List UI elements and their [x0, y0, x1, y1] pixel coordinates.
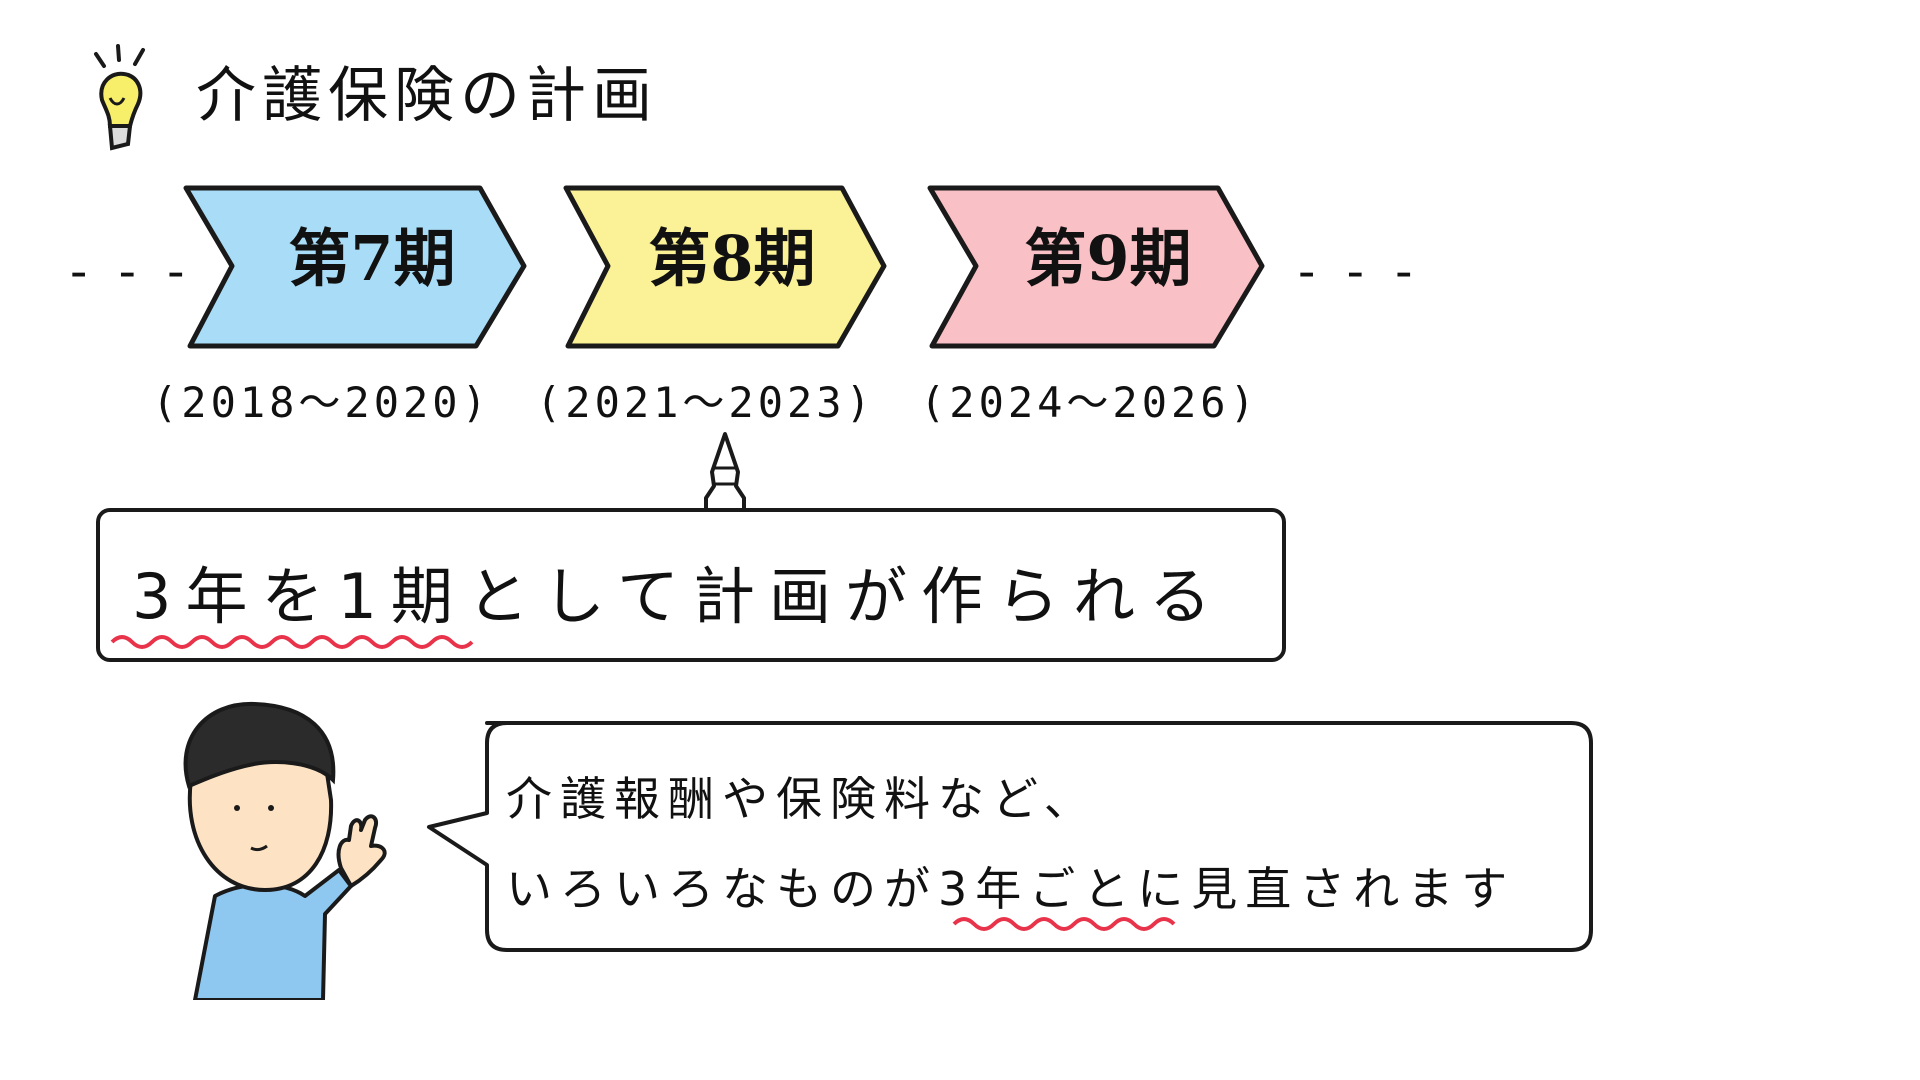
period-8-label: 第8期: [648, 222, 816, 295]
speech-line-2: いろいろなものが3年ごとに見直されます: [506, 862, 1516, 916]
callout-underline: [110, 635, 474, 649]
period-9-label: 第9期: [1024, 222, 1192, 295]
period-7-years: (2018～2020): [152, 378, 491, 427]
speech-underline: [952, 917, 1176, 931]
period-9-years: (2024～2026): [920, 378, 1259, 427]
speech-line-1: 介護報酬や保険料など、: [506, 772, 1098, 826]
period-7-chevron: [183, 185, 527, 349]
page-title: 介護保険の計画: [196, 61, 658, 131]
timeline-trail-dashes: - - -: [1298, 244, 1421, 300]
speech-bubble: [427, 721, 1593, 952]
person-illustration: [183, 701, 387, 1000]
period-8-chevron: [563, 185, 887, 349]
period-9-chevron: [927, 185, 1265, 349]
callout-box: [96, 508, 1286, 662]
period-7-label: 第7期: [288, 222, 456, 295]
callout-pointer: [704, 432, 746, 512]
callout-text: 3年を1期として計画が作られる: [132, 560, 1226, 633]
timeline-chevrons: [183, 185, 1265, 349]
lightbulb-icon: [94, 44, 145, 151]
timeline-lead-dashes: - - -: [70, 244, 193, 300]
period-8-years: (2021～2023): [536, 378, 875, 427]
